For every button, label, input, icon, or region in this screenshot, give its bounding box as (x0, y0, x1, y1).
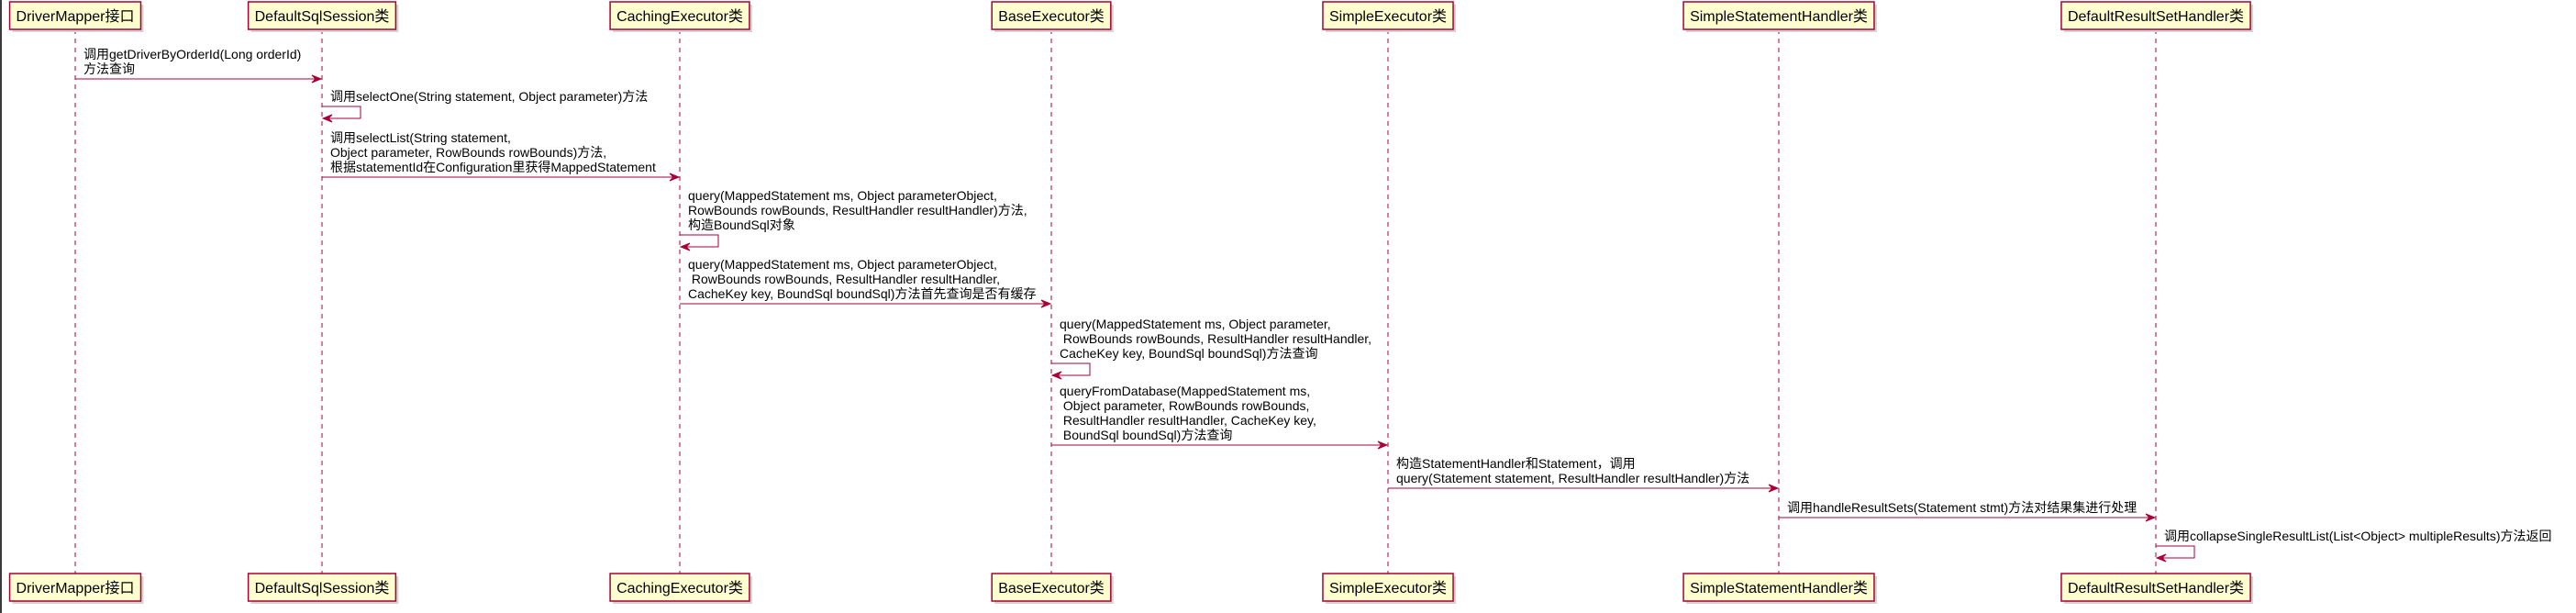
participant-box (1322, 573, 1454, 602)
participant-box (247, 573, 397, 602)
participant-name: CachingExecutor类 (616, 8, 743, 25)
message-9: 调用handleResultSets(Statement stmt)方法对结果集… (1779, 500, 2157, 522)
participant-box (1682, 573, 1875, 602)
message-2-self-arrow (322, 106, 361, 119)
message-7-arrowhead (1377, 440, 1389, 450)
message-7-label-line-1: queryFromDatabase(MappedStatement ms, (1060, 384, 1310, 398)
message-4-arrowhead (679, 242, 691, 251)
participant-simple-statement-handler-bottom: SimpleStatementHandler类 (1682, 573, 1877, 604)
message-8: 构造StatementHandler和Statement，调用query(Sta… (1388, 456, 1780, 493)
message-2-label-line-1: 调用selectOne(String statement, Object par… (330, 89, 648, 104)
message-1: 调用getDriverByOrderId(Long orderId)方法查询 (75, 47, 323, 84)
participant-name: BaseExecutor类 (998, 580, 1105, 596)
message-7-label-line-2: Object parameter, RowBounds rowBounds, (1060, 398, 1309, 413)
participant-box (991, 573, 1112, 602)
message-3-label-line-3: 根据statementId在Configuration里获得MappedStat… (330, 160, 656, 174)
message-5-label-line-1: query(MappedStatement ms, Object paramet… (688, 257, 997, 272)
message-7: queryFromDatabase(MappedStatement ms, Ob… (1051, 384, 1389, 450)
message-3-label-line-2: Object parameter, RowBounds rowBounds)方法… (330, 145, 606, 160)
participant-name: CachingExecutor类 (616, 580, 743, 596)
message-6-label-line-3: CacheKey key, BoundSql boundSql)方法查询 (1060, 346, 1317, 361)
message-4-label-line-2: RowBounds rowBounds, ResultHandler resul… (688, 203, 1027, 217)
message-4-label-line-3: 构造BoundSql对象 (688, 217, 795, 232)
message-9-arrowhead (2145, 513, 2157, 522)
message-6-label-line-1: query(MappedStatement ms, Object paramet… (1060, 317, 1331, 331)
participant-name: BaseExecutor类 (998, 8, 1105, 25)
message-10-label-line-1: 调用collapseSingleResultList(List<Object> … (2164, 529, 2552, 543)
participant-caching-executor-top: CachingExecutor类 (609, 1, 752, 32)
participant-simple-executor-bottom: SimpleExecutor类 (1322, 573, 1457, 604)
left-edge-border (0, 0, 2, 613)
participant-default-result-set-handler-top: DefaultResultSetHandler类 (2060, 1, 2254, 32)
participant-caching-executor-bottom: CachingExecutor类 (609, 573, 752, 604)
message-8-label-line-2: query(Statement statement, ResultHandler… (1396, 471, 1749, 485)
message-2: 调用selectOne(String statement, Object par… (321, 89, 648, 123)
participant-box (2060, 573, 2251, 602)
message-8-label-line-1: 构造StatementHandler和Statement，调用 (1396, 456, 1636, 471)
participant-box (247, 1, 397, 30)
participant-name: SimpleExecutor类 (1329, 580, 1447, 596)
participant-name: DefaultResultSetHandler类 (2068, 8, 2244, 25)
participant-default-sql-session-top: DefaultSqlSession类 (247, 1, 399, 32)
participant-base-executor-bottom: BaseExecutor类 (991, 573, 1114, 604)
message-10: 调用collapseSingleResultList(List<Object> … (2155, 529, 2552, 563)
message-6-arrowhead (1050, 371, 1062, 380)
participant-box (1682, 1, 1875, 30)
participant-driver-mapper-top: DriverMapper接口 (8, 1, 144, 32)
message-5-label-line-2: RowBounds rowBounds, ResultHandler resul… (688, 272, 1000, 286)
message-6-self-arrow (1051, 362, 1091, 376)
message-3-label-line-1: 调用selectList(String statement, (330, 130, 511, 145)
participant-name: SimpleExecutor类 (1329, 8, 1447, 25)
message-7-label-line-4: BoundSql boundSql)方法查询 (1060, 428, 1232, 442)
message-4-label-line-1: query(MappedStatement ms, Object paramet… (688, 188, 997, 203)
participant-base-executor-top: BaseExecutor类 (991, 1, 1114, 32)
message-1-label-line-1: 调用getDriverByOrderId(Long orderId) (83, 47, 301, 61)
participant-name: DriverMapper接口 (17, 8, 135, 25)
participant-simple-executor-top: SimpleExecutor类 (1322, 1, 1457, 32)
message-7-label-line-3: ResultHandler resultHandler, CacheKey ke… (1060, 413, 1316, 428)
message-10-self-arrow (2156, 545, 2195, 559)
participant-box (1322, 1, 1454, 30)
participant-name: DriverMapper接口 (17, 580, 135, 596)
participant-name: DefaultSqlSession类 (255, 580, 390, 596)
message-5-arrowhead (1040, 299, 1052, 308)
participant-simple-statement-handler-top: SimpleStatementHandler类 (1682, 1, 1877, 32)
participant-default-result-set-handler-bottom: DefaultResultSetHandler类 (2060, 573, 2254, 604)
message-10-arrowhead (2155, 553, 2167, 563)
participant-box (2060, 1, 2251, 30)
message-5: query(MappedStatement ms, Object paramet… (680, 257, 1052, 308)
participant-name: DefaultSqlSession类 (255, 8, 390, 25)
participant-name: DefaultResultSetHandler类 (2068, 580, 2244, 596)
message-1-arrowhead (311, 74, 323, 84)
participant-box (991, 1, 1112, 30)
lifelines (74, 29, 2157, 574)
message-3: 调用selectList(String statement,Object par… (322, 130, 681, 182)
participant-box (609, 573, 750, 602)
message-1-label-line-2: 方法查询 (83, 61, 135, 76)
participant-box (8, 1, 142, 30)
message-4: query(MappedStatement ms, Object paramet… (679, 188, 1027, 251)
participant-box (609, 1, 750, 30)
participant-driver-mapper-bottom: DriverMapper接口 (8, 573, 144, 604)
message-4-self-arrow (680, 234, 719, 248)
message-6: query(MappedStatement ms, Object paramet… (1050, 317, 1371, 380)
participant-name: SimpleStatementHandler类 (1690, 580, 1868, 596)
participant-box (8, 573, 142, 602)
message-6-label-line-2: RowBounds rowBounds, ResultHandler resul… (1060, 331, 1371, 346)
participant-default-sql-session-bottom: DefaultSqlSession类 (247, 573, 399, 604)
message-8-arrowhead (1768, 484, 1780, 493)
participant-name: SimpleStatementHandler类 (1690, 8, 1868, 25)
message-2-arrowhead (321, 114, 333, 123)
message-5-label-line-3: CacheKey key, BoundSql boundSql)方法首先查询是否… (688, 286, 1036, 301)
message-3-arrowhead (669, 173, 681, 182)
message-9-label-line-1: 调用handleResultSets(Statement stmt)方法对结果集… (1787, 500, 2137, 515)
